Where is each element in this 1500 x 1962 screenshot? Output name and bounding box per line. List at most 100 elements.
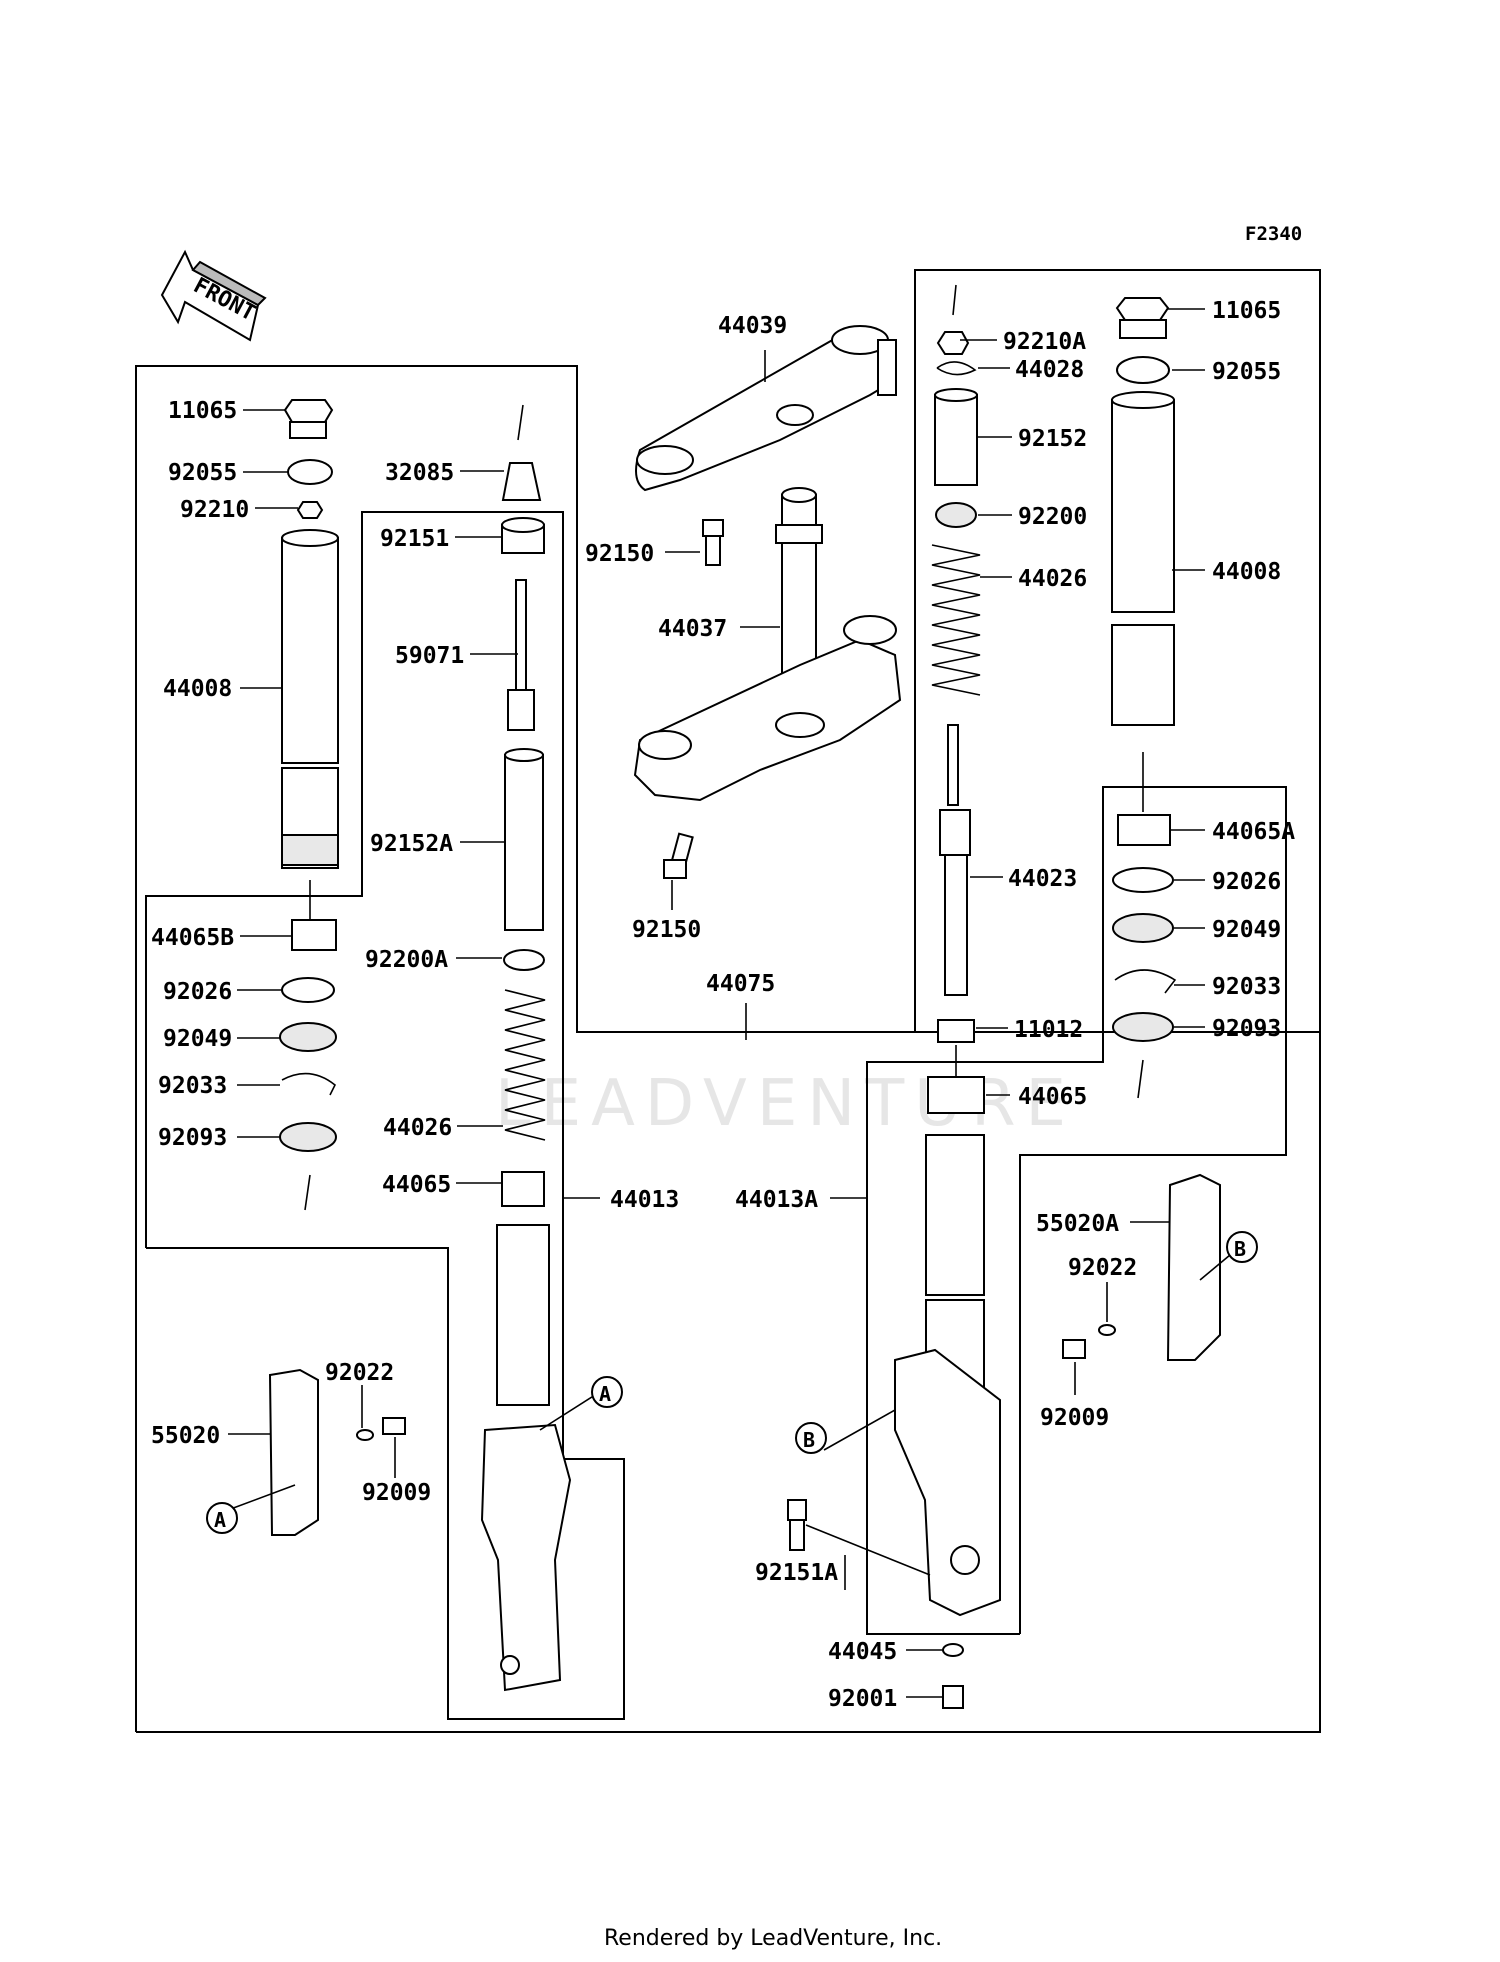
collar-11012-icon bbox=[937, 1019, 975, 1043]
bushing-32085-icon bbox=[501, 462, 542, 501]
outer-tube-44013a-part bbox=[894, 1134, 1001, 1617]
callout-32085: 32085 bbox=[385, 460, 454, 486]
bolt-92001-icon bbox=[942, 1685, 964, 1709]
bushing-44065-left-icon bbox=[501, 1171, 545, 1207]
svg-text:B: B bbox=[1234, 1237, 1246, 1261]
callout-92200a: 92200A bbox=[365, 947, 448, 973]
bushing-44065-right-icon bbox=[927, 1076, 985, 1114]
svg-text:A: A bbox=[599, 1382, 611, 1406]
svg-text:B: B bbox=[803, 1428, 815, 1452]
callout-11065-right: 11065 bbox=[1212, 298, 1281, 324]
fork-guard-55020a-part bbox=[1166, 1173, 1221, 1361]
spring-44026-left-icon bbox=[504, 989, 546, 1141]
fork-cap-left-icon bbox=[283, 399, 334, 439]
marker-b-left: B bbox=[795, 1422, 827, 1454]
callout-92009-right: 92009 bbox=[1040, 1405, 1109, 1431]
callout-92200: 92200 bbox=[1018, 504, 1087, 530]
callout-55020a: 55020A bbox=[1036, 1211, 1119, 1237]
callout-92009-left: 92009 bbox=[362, 1480, 431, 1506]
diagram-code: F2340 bbox=[1245, 223, 1302, 245]
callout-92210: 92210 bbox=[180, 497, 249, 523]
callout-44026-right: 44026 bbox=[1018, 566, 1087, 592]
dust-seal-left-icon bbox=[279, 1122, 337, 1152]
rod-59071-icon bbox=[507, 579, 535, 731]
fork-cap-right-icon bbox=[1115, 297, 1170, 339]
washer-92026-right-icon bbox=[1112, 867, 1174, 893]
callout-92055-left: 92055 bbox=[168, 460, 237, 486]
front-arrow-icon: FRONT bbox=[160, 249, 267, 342]
washer-92200a-icon bbox=[503, 949, 545, 971]
washer-92200-icon bbox=[935, 502, 977, 528]
dust-seal-right-icon bbox=[1112, 1012, 1174, 1042]
callout-92151a: 92151A bbox=[755, 1560, 838, 1586]
cap-92151-icon bbox=[501, 517, 545, 554]
callout-92033-right: 92033 bbox=[1212, 974, 1281, 1000]
bolt-92150-upper-icon bbox=[702, 519, 724, 566]
callout-92022-right: 92022 bbox=[1068, 1255, 1137, 1281]
callout-59071: 59071 bbox=[395, 643, 464, 669]
washer-92022-left-icon bbox=[356, 1429, 374, 1441]
callout-11012: 11012 bbox=[1014, 1017, 1083, 1043]
callout-92210a: 92210A bbox=[1003, 329, 1086, 355]
callout-92026-left: 92026 bbox=[163, 979, 232, 1005]
bolt-92009-right-icon bbox=[1062, 1339, 1086, 1359]
callout-92150-upper: 92150 bbox=[585, 541, 654, 567]
clip-92033-left-icon bbox=[281, 1072, 337, 1096]
damper-tube-92152a-icon bbox=[504, 748, 544, 931]
marker-a-right: A bbox=[591, 1376, 623, 1408]
upper-bracket-part bbox=[635, 325, 897, 492]
callout-44008-right: 44008 bbox=[1212, 559, 1281, 585]
washer-44045-icon bbox=[942, 1643, 964, 1657]
callout-44013a: 44013A bbox=[735, 1187, 818, 1213]
callout-92026-right: 92026 bbox=[1212, 869, 1281, 895]
callout-92152: 92152 bbox=[1018, 426, 1087, 452]
inner-tube-left-part bbox=[281, 529, 339, 869]
footer-credit: Rendered by LeadVenture, Inc. bbox=[604, 1926, 942, 1951]
marker-a-left: A bbox=[206, 1502, 238, 1534]
leader-lines bbox=[227, 284, 1231, 1698]
callout-44065b: 44065B bbox=[151, 925, 234, 951]
callout-92150-lower: 92150 bbox=[632, 917, 701, 943]
oring-left-icon bbox=[287, 459, 333, 485]
bushing-44065a-icon bbox=[1117, 814, 1171, 846]
svg-text:A: A bbox=[214, 1508, 226, 1532]
inner-tube-right-part bbox=[1111, 391, 1175, 726]
callout-55020: 55020 bbox=[151, 1423, 220, 1449]
bolt-92151a-icon bbox=[787, 1499, 807, 1551]
callout-44023: 44023 bbox=[1008, 866, 1077, 892]
washer-44028-icon bbox=[936, 361, 977, 376]
callout-44065-right: 44065 bbox=[1018, 1084, 1087, 1110]
bushing-44065b-icon bbox=[291, 919, 337, 951]
callout-44045: 44045 bbox=[828, 1639, 897, 1665]
washer-92022-right-icon bbox=[1098, 1324, 1116, 1336]
callout-92151: 92151 bbox=[380, 526, 449, 552]
callout-44008-left: 44008 bbox=[163, 676, 232, 702]
nut-92210-icon bbox=[296, 501, 324, 519]
callout-92022-left: 92022 bbox=[325, 1360, 394, 1386]
bolt-92150-lower-icon bbox=[663, 832, 694, 879]
callout-44028: 44028 bbox=[1015, 357, 1084, 383]
callout-11065-left: 11065 bbox=[168, 398, 237, 424]
callout-44075: 44075 bbox=[706, 971, 775, 997]
tube-92152-icon bbox=[934, 388, 978, 486]
oring-right-icon bbox=[1116, 356, 1170, 384]
watermark-text: LEADVENTURE bbox=[495, 1067, 1076, 1141]
callout-92049-right: 92049 bbox=[1212, 917, 1281, 943]
bolt-92009-left-icon bbox=[382, 1417, 406, 1435]
callout-44037: 44037 bbox=[658, 616, 727, 642]
callout-44065-left: 44065 bbox=[382, 1172, 451, 1198]
callout-92093-right: 92093 bbox=[1212, 1016, 1281, 1042]
seal-92049-left-icon bbox=[279, 1022, 337, 1052]
clip-92033-right-icon bbox=[1114, 969, 1177, 994]
callout-92093-left: 92093 bbox=[158, 1125, 227, 1151]
spring-44026-right-icon bbox=[931, 544, 981, 696]
outer-tube-44013-part bbox=[480, 1224, 572, 1692]
seal-92049-right-icon bbox=[1112, 913, 1174, 943]
rod-44023-icon bbox=[939, 724, 971, 996]
callout-92152a: 92152A bbox=[370, 831, 453, 857]
callout-44013: 44013 bbox=[610, 1187, 679, 1213]
callout-44065a: 44065A bbox=[1212, 819, 1295, 845]
washer-92026-left-icon bbox=[281, 977, 335, 1003]
lower-bracket-part bbox=[633, 615, 902, 802]
